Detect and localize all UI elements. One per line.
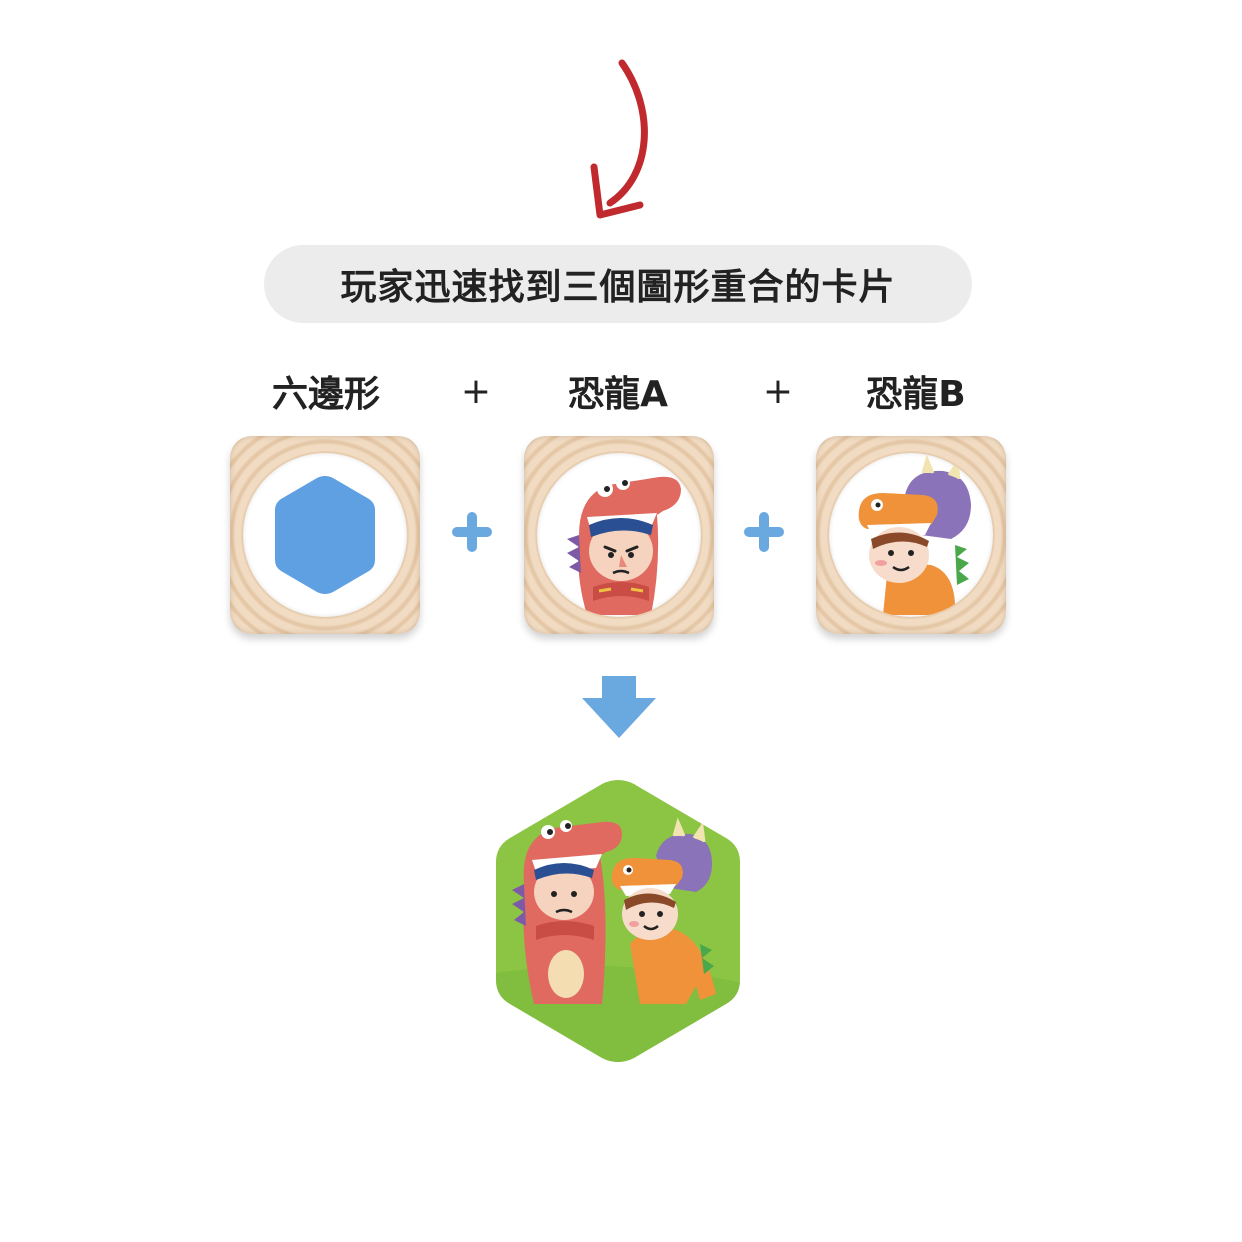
die-hexagon bbox=[230, 436, 420, 634]
label-hexagon: 六邊形 bbox=[271, 374, 380, 415]
label-dinosaur-b: 恐龍B bbox=[866, 374, 966, 415]
plus-icon bbox=[452, 512, 492, 552]
dinosaur-b-icon bbox=[611, 817, 716, 1004]
dinosaur-b-icon bbox=[858, 455, 971, 615]
dinosaur-a-icon bbox=[567, 476, 681, 615]
label-plus-1: + bbox=[460, 370, 492, 412]
label-plus-2: + bbox=[762, 370, 794, 412]
instruction-banner: 玩家迅速找到三個圖形重合的卡片 bbox=[264, 245, 972, 323]
dinosaur-a-icon bbox=[512, 820, 622, 1004]
die-face bbox=[243, 453, 407, 617]
die-dinosaur-a bbox=[524, 436, 714, 634]
curved-arrow-icon bbox=[590, 59, 648, 219]
label-dinosaur-a: 恐龍A bbox=[568, 374, 668, 415]
hexagon-icon bbox=[275, 476, 375, 594]
result-hexagon-card bbox=[496, 780, 740, 1062]
arrow-down-icon bbox=[582, 676, 656, 738]
plus-icon bbox=[744, 512, 784, 552]
die-dinosaur-b bbox=[816, 436, 1006, 634]
die-face bbox=[537, 453, 701, 617]
die-face bbox=[829, 453, 993, 617]
